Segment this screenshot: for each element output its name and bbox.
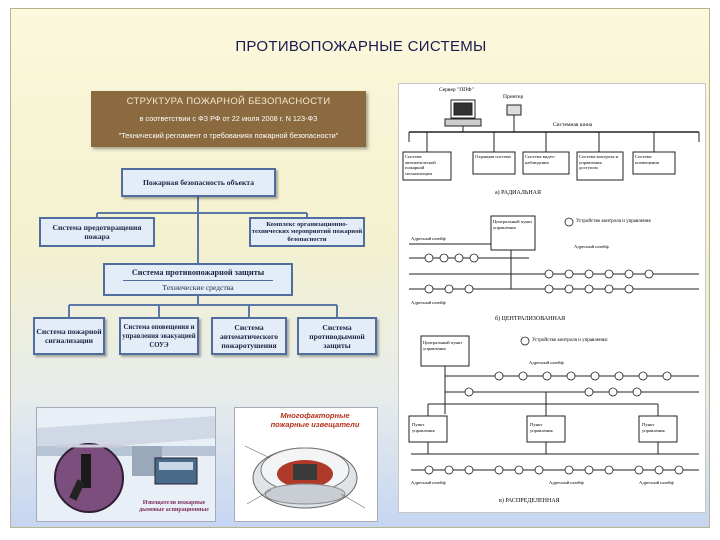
- schem-pc-label: Сервер "ППФ": [439, 87, 474, 93]
- schem-top-box-4: Система контроля и управления доступом: [579, 154, 619, 170]
- org-mid-sub: Технические средства: [162, 282, 234, 292]
- schem-loop-a3: Адресный шлейф: [411, 300, 446, 305]
- banner-line-2: "Технический регламент о требованиях пож…: [118, 131, 339, 140]
- schem-loop-a2: Адресный шлейф: [574, 244, 609, 249]
- schem-loop-c1: Адресный шлейф: [411, 480, 446, 485]
- schem-station-1: Пункт управления: [412, 422, 435, 433]
- schem-loop-c3: Адресный шлейф: [639, 480, 674, 485]
- schem-top-box-1: Система автоматической пожарной сигнализ…: [405, 154, 436, 176]
- org-mid-box: Система противопожарной защиты Техническ…: [103, 263, 293, 296]
- schematic-panel: Сервер "ППФ" Принтер Системная шина Сист…: [398, 83, 706, 513]
- org-right-label: Комплекс организационно-технических меро…: [251, 220, 363, 243]
- multifactor-detector-photo: Многофакторные пожарные извещатели: [234, 407, 378, 522]
- schem-station-3: Пункт управления: [642, 422, 665, 433]
- org-chart-connectors: [68, 197, 338, 317]
- banner-heading: СТРУКТУРА ПОЖАРНОЙ БЕЗОПАСНОСТИ: [126, 96, 331, 107]
- schematic-diagram: [402, 99, 700, 475]
- photo1-caption: Извещатели пожарные дымовые аспирационны…: [139, 500, 209, 513]
- org-right-box: Комплекс организационно-технических меро…: [249, 217, 365, 247]
- schem-printer-label: Принтер: [503, 94, 524, 100]
- org-mid-divider: [123, 279, 273, 281]
- org-left-box: Система предотвращения пожара: [39, 217, 155, 247]
- structure-banner: СТРУКТУРА ПОЖАРНОЙ БЕЗОПАСНОСТИ в соотве…: [91, 91, 366, 147]
- aspirating-detector-photo: Извещатели пожарные дымовые аспирационны…: [36, 407, 216, 522]
- slide: ПРОТИВОПОЖАРНЫЕ СИСТЕМЫ СТРУКТУРА ПОЖАРН…: [10, 8, 710, 528]
- schem-central-b: Центральный пункт управления: [423, 340, 463, 351]
- org-bottom-label-2: Система оповещения и управления эвакуаци…: [122, 323, 196, 349]
- schem-loop-c2: Адресный шлейф: [549, 480, 584, 485]
- banner-line-1: в соответствии с ФЗ РФ от 22 июля 2008 г…: [139, 114, 318, 123]
- schem-device-b: Устройство контроля и управления:: [532, 338, 609, 343]
- schem-loop-a1: Адресный шлейф: [411, 236, 446, 241]
- aspirating-detector-illustration: [37, 408, 215, 521]
- org-top-label: Пожарная безопасность объекта: [142, 178, 255, 187]
- schem-bus-label: Системная шина: [553, 122, 593, 128]
- multifactor-detector-illustration: [244, 445, 366, 509]
- slide-title: ПРОТИВОПОЖАРНЫЕ СИСТЕМЫ: [235, 38, 487, 55]
- org-bottom-box-4: Система противодымной защиты: [297, 317, 377, 355]
- schem-loop-b1: Адресный шлейф: [529, 360, 564, 365]
- org-bottom-label-4: Система противодымной защиты: [309, 322, 365, 350]
- org-bottom-box-1: Система пожарной сигнализации: [33, 317, 105, 355]
- schem-station-2: Пункт управления: [530, 422, 553, 433]
- sensor-nodes: [424, 217, 684, 475]
- org-bottom-box-3: Система автоматического пожаротушения: [211, 317, 287, 355]
- org-top-box: Пожарная безопасность объекта: [121, 168, 276, 197]
- schem-section-c: в) РАСПРЕДЕЛЕННАЯ: [499, 498, 560, 504]
- org-mid-title: Система противопожарной защиты: [131, 267, 265, 277]
- schem-section-b: б) ЦЕНТРАЛИЗОВАННАЯ: [495, 316, 566, 322]
- photo2-caption: Многофакторные пожарные извещатели: [270, 411, 360, 429]
- org-bottom-label-3: Система автоматического пожаротушения: [219, 322, 279, 350]
- schem-top-box-2: Охранная система: [475, 154, 511, 159]
- org-bottom-label-1: Система пожарной сигнализации: [36, 327, 102, 345]
- schem-top-box-5: Система оповещения: [635, 154, 659, 165]
- org-left-label: Система предотвращения пожара: [52, 223, 142, 241]
- schem-section-a: а) РАДИАЛЬНАЯ: [495, 190, 542, 196]
- schem-device-a: Устройство контроля и управления: [576, 219, 651, 224]
- schem-top-box-3: Система видео-наблюдения: [525, 154, 556, 165]
- schem-central-a: Центральный пункт управления: [493, 219, 533, 230]
- org-bottom-box-2: Система оповещения и управления эвакуаци…: [119, 317, 199, 355]
